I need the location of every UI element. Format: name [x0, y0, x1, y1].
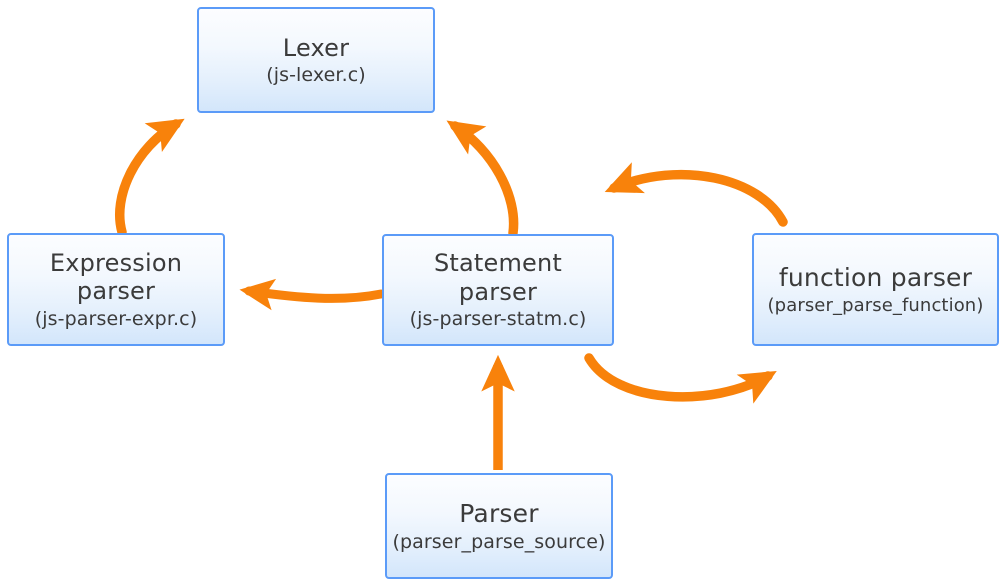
node-expression-parser-subtitle: (js-parser-expr.c) [34, 307, 198, 330]
node-lexer[interactable]: Lexer (js-lexer.c) [197, 7, 435, 113]
node-parser[interactable]: Parser (parser_parse_source) [385, 473, 613, 579]
node-statement-parser[interactable]: Statement parser (js-parser-statm.c) [382, 234, 614, 346]
node-parser-title: Parser [459, 499, 539, 529]
node-function-parser-title: function parser [778, 263, 973, 293]
edge-statement-parser-to-expression-parser [239, 278, 386, 311]
edge-expression-parser-to-lexer [115, 118, 185, 237]
node-function-parser-subtitle: (parser_parse_function) [767, 294, 984, 316]
edge-statement-parser-to-function-parser [584, 353, 777, 404]
edge-statement-parser-to-lexer [446, 120, 519, 238]
node-lexer-subtitle: (js-lexer.c) [266, 63, 366, 86]
node-expression-parser[interactable]: Expression parser (js-parser-expr.c) [7, 233, 225, 346]
node-statement-parser-title-line1: Statement [433, 249, 563, 278]
node-function-parser[interactable]: function parser (parser_parse_function) [752, 233, 999, 346]
node-statement-parser-title-line2: parser [458, 277, 538, 306]
node-expression-parser-title-line2: parser [76, 277, 156, 306]
node-statement-parser-subtitle: (js-parser-statm.c) [409, 308, 587, 331]
node-lexer-title: Lexer [282, 33, 350, 62]
node-expression-parser-title-line1: Expression [49, 248, 183, 277]
edge-function-parser-to-statement-parser [604, 162, 788, 227]
node-parser-subtitle: (parser_parse_source) [392, 530, 606, 553]
